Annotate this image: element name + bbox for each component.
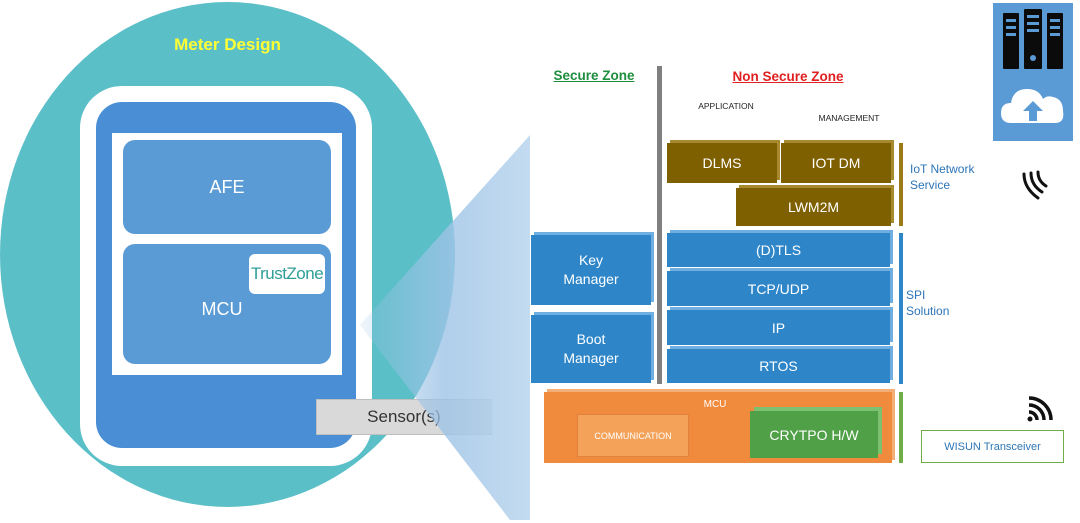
- mcu-block-label: MCU: [201, 298, 243, 319]
- key-manager-block: Key Manager: [531, 235, 651, 305]
- iot-dm-block: IOT DM: [781, 143, 891, 183]
- cloud-server-icon: [993, 3, 1073, 141]
- afe-block: AFE: [123, 140, 331, 234]
- wifi-signal-icon: [1027, 396, 1053, 422]
- meter-design-title: Meter Design: [174, 35, 281, 54]
- boot-manager-block: Boot Manager: [531, 315, 651, 383]
- hardware-bar: [899, 392, 903, 463]
- key-manager-label: Key Manager: [563, 252, 619, 287]
- spi-solution-bar: [899, 233, 903, 384]
- application-label: APPLICATION: [698, 101, 754, 111]
- non-secure-zone-title: Non Secure Zone: [732, 68, 844, 84]
- spi-solution-label: SPI Solution: [906, 288, 950, 318]
- wireless-signal-icon: [1022, 170, 1048, 200]
- wisun-transceiver-box: WISUN Transceiver: [921, 430, 1064, 463]
- trustzone-badge: TrustZone: [249, 254, 325, 294]
- boot-manager-label: Boot Manager: [563, 331, 619, 366]
- lwm2m-block: LWM2M: [736, 188, 891, 226]
- tcp-udp-block: TCP/UDP: [667, 271, 890, 306]
- iot-service-bar: [899, 143, 903, 226]
- cloud-server-graphic: [1001, 9, 1064, 123]
- management-label: MANAGEMENT: [818, 113, 880, 123]
- zone-divider: [657, 66, 662, 384]
- communication-block: COMMUNICATION: [577, 414, 689, 457]
- dtls-block: (D)TLS: [667, 233, 890, 267]
- rtos-block: RTOS: [667, 349, 890, 383]
- ip-block: IP: [667, 310, 890, 345]
- mcu-hardware-label: MCU: [703, 398, 727, 410]
- zoom-projection-shape: [360, 135, 530, 520]
- dlms-block: DLMS: [667, 143, 777, 183]
- secure-zone-title: Secure Zone: [553, 67, 635, 83]
- zoom-projection: [360, 135, 530, 520]
- iot-network-service-label: IoT Network Service: [910, 162, 975, 192]
- crypto-hw-block: CRYTPO H/W: [750, 411, 878, 458]
